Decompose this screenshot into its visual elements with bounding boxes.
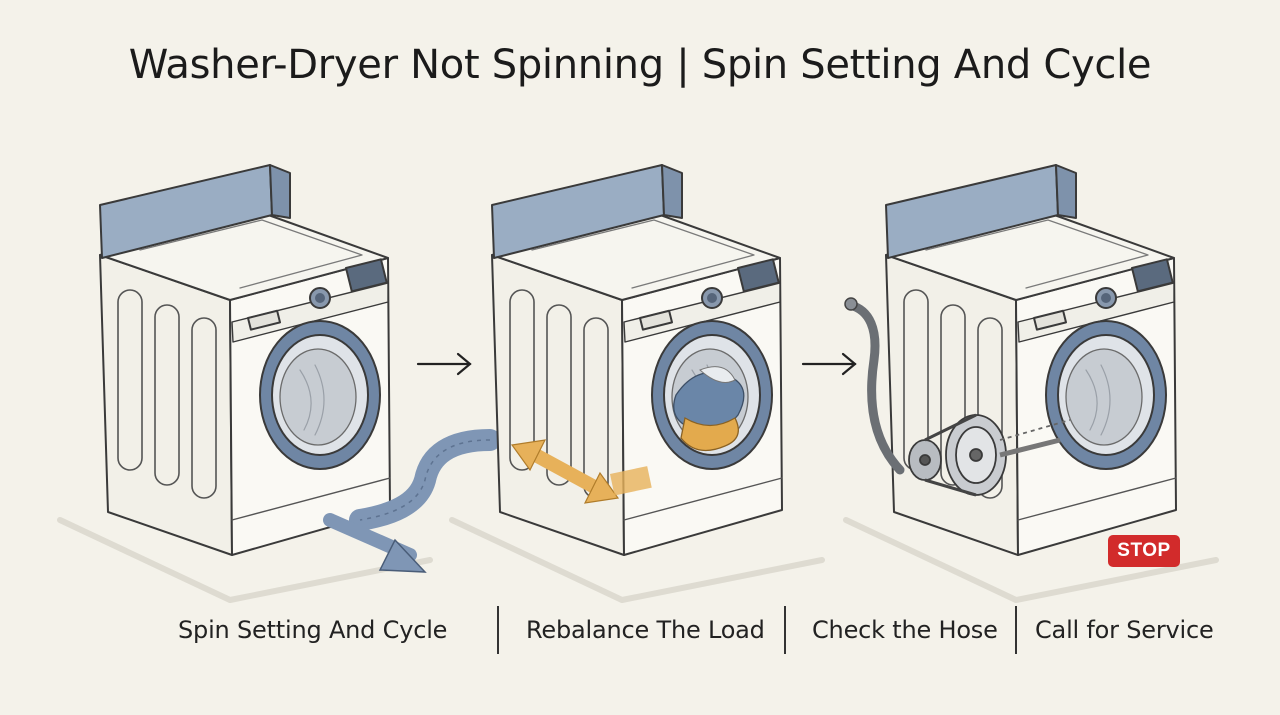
washer-illustration-1 xyxy=(60,165,501,600)
belt-pulley-icon xyxy=(908,413,1071,497)
double-arrow-icon xyxy=(510,439,652,504)
laundry-icon xyxy=(673,366,745,452)
step-label-call-service: Call for Service xyxy=(1035,616,1214,644)
caption-divider xyxy=(497,606,499,654)
page-title: Washer-Dryer Not Spinning | Spin Setting… xyxy=(128,42,1152,88)
washer-illustration-2 xyxy=(452,165,822,600)
caption-divider xyxy=(784,606,786,654)
step-label-spin-setting: Spin Setting And Cycle xyxy=(178,616,448,644)
right-arrow-icon-2 xyxy=(801,352,857,376)
step-label-rebalance: Rebalance The Load xyxy=(526,616,765,644)
right-arrow-icon xyxy=(416,352,472,376)
washer-illustration-3 xyxy=(845,165,1216,600)
drain-hose-icon xyxy=(323,429,501,573)
hose-icon xyxy=(844,297,905,475)
step-label-check-hose: Check the Hose xyxy=(812,616,998,644)
caption-divider xyxy=(1015,606,1017,654)
stop-badge: STOP xyxy=(1108,535,1180,567)
